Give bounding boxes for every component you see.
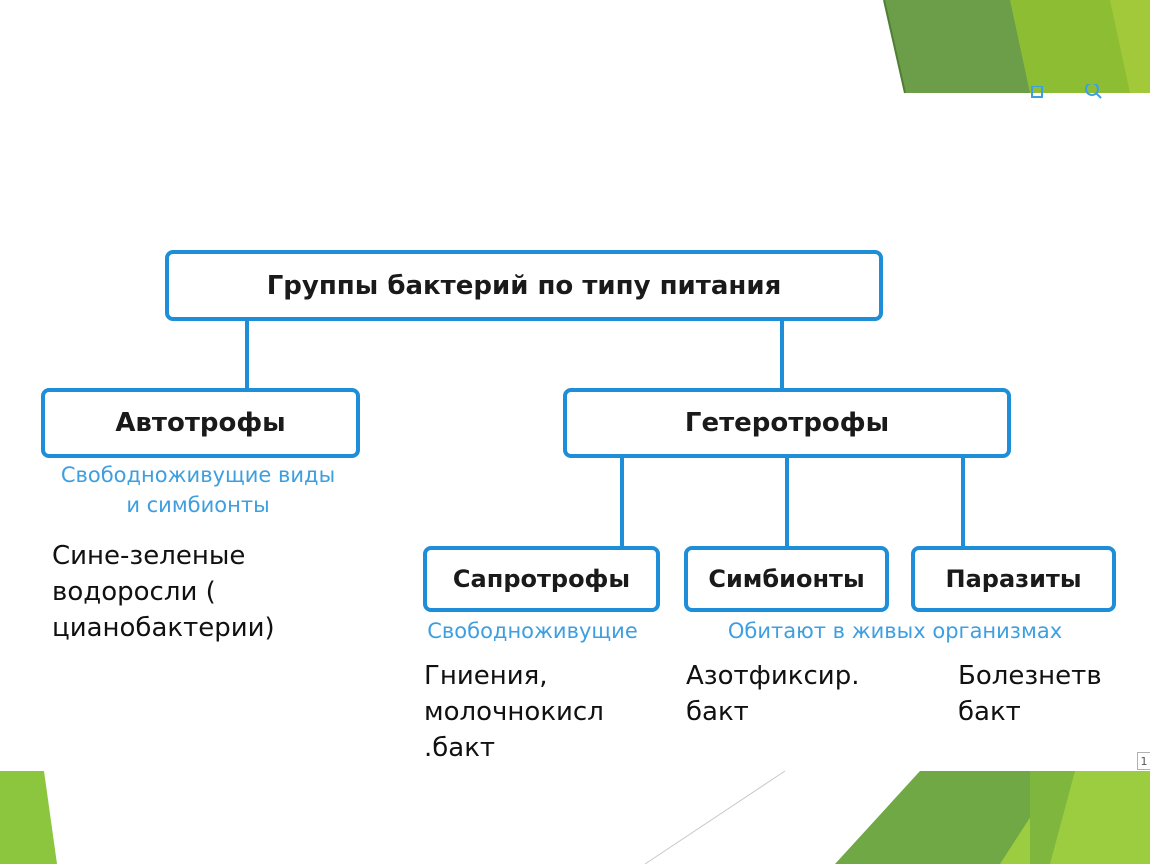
connector-root-heterotrophs (780, 318, 784, 390)
heterotrophs-node: Гетеротрофы (563, 388, 1011, 458)
green-decoration-top-edge (883, 0, 906, 94)
connector-heterotrophs-saprotrophs (620, 457, 624, 548)
autotrophs-caption-line1: Свободноживущие виды (60, 463, 336, 487)
autotrophs-note: Сине-зеленые водоросли ( цианобактерии) (52, 541, 275, 643)
autotrophs-caption-line2: и симбионты (126, 493, 270, 517)
parasites-node-label: Паразиты (945, 565, 1082, 593)
symbionts-note: Азотфиксир. бакт (686, 661, 860, 727)
green-decoration-bottom-right-dark (835, 771, 1030, 864)
living-organisms-caption: Обитают в живых организмах (727, 619, 1063, 643)
connector-heterotrophs-symbionts (785, 457, 789, 548)
connector-heterotrophs-parasites (961, 457, 965, 548)
autotrophs-caption: Свободноживущие виды и симбионты (38, 460, 358, 520)
saprotrophs-node: Сапротрофы (423, 546, 660, 612)
parasites-node: Паразиты (911, 546, 1116, 612)
copy-icon[interactable] (1030, 86, 1048, 100)
search-icon[interactable] (1084, 84, 1104, 100)
connector-root-autotrophs (245, 318, 249, 390)
saprotrophs-note: Гниения, молочнокисл .бакт (424, 661, 604, 763)
parasites-note: Болезнетв бакт (958, 661, 1102, 727)
heterotrophs-node-label: Гетеротрофы (684, 408, 890, 438)
autotrophs-node: Автотрофы (41, 388, 360, 458)
root-node-label: Группы бактерий по типу питания (266, 270, 782, 301)
symbionts-node: Симбионты (684, 546, 889, 612)
decorative-diagonal-line (644, 770, 786, 864)
page-number: 1 (1137, 752, 1150, 770)
green-decoration-bottom-right-mid (1030, 771, 1075, 864)
symbionts-node-label: Симбионты (708, 565, 865, 593)
saprotrophs-node-label: Сапротрофы (452, 565, 631, 593)
autotrophs-node-label: Автотрофы (115, 408, 286, 438)
root-node: Группы бактерий по типу питания (165, 250, 883, 321)
green-decoration-bottom-left (0, 771, 57, 864)
saprotrophs-caption: Свободноживущие (427, 619, 638, 643)
green-decoration-top-light (1110, 0, 1150, 93)
